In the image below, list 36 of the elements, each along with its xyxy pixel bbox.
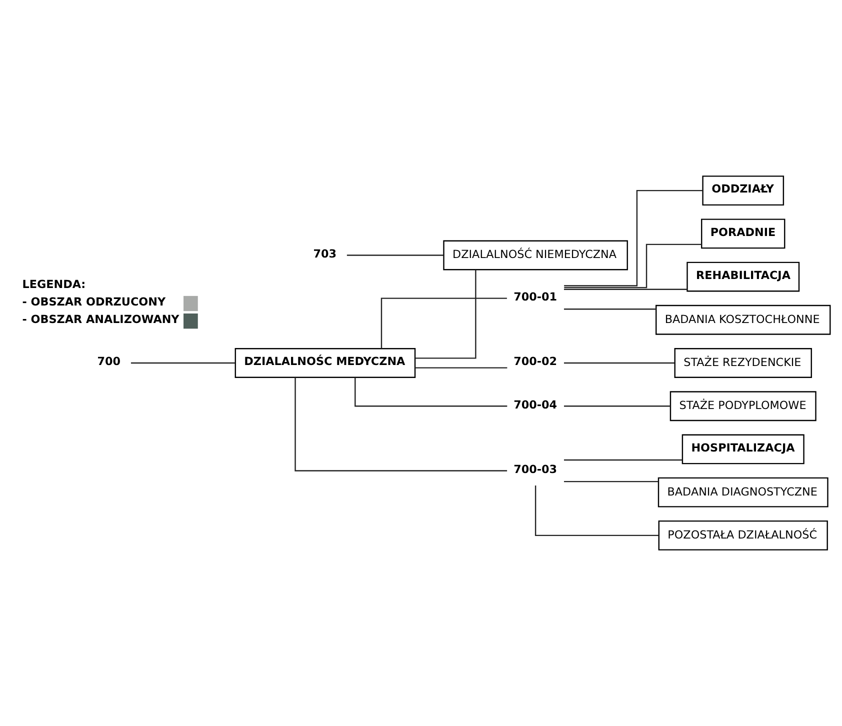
connector: [564, 480, 658, 482]
connector: [354, 378, 508, 407]
legend-label: - OBSZAR ANALIZOWANY: [22, 313, 180, 326]
node-box: DZIALALNOŚC MEDYCZNA: [234, 348, 416, 378]
connector: [564, 244, 702, 288]
connector: [415, 367, 508, 368]
connector: [564, 288, 688, 290]
node-text: 700-02: [514, 355, 558, 368]
node-box: PORADNIE: [701, 218, 786, 249]
node-box: POZOSTAŁA DZIAŁALNOŚĆ: [658, 520, 828, 550]
node-text: 700-01: [514, 290, 558, 304]
node-box: ODDZIAŁY: [702, 176, 784, 206]
connector: [415, 270, 476, 359]
node-text: 703: [313, 247, 337, 260]
node-box: DZIALALNOŚĆ NIEMEDYCZNA: [443, 240, 628, 270]
node-box: HOSPITALIZACJA: [682, 434, 804, 464]
connector: [564, 308, 656, 310]
connector: [534, 485, 659, 536]
node-text: 700-04: [514, 398, 558, 412]
node-text: 700-03: [514, 462, 558, 476]
connector: [564, 362, 675, 364]
node-box: BADANIA KOSZTOCHŁONNE: [656, 304, 831, 335]
label: LEGENDA:: [22, 278, 86, 292]
connector: [564, 406, 670, 407]
connector: [380, 298, 507, 348]
node-box: REHABILITACJA: [686, 262, 800, 292]
connector: [346, 254, 444, 256]
node-box: BADANIA DIAGNOSTYCZNE: [658, 477, 828, 508]
node-box: STAŻE PODYPLOMOWE: [670, 391, 816, 422]
node-box: STAŻE REZYDENCKIE: [674, 348, 812, 378]
connector: [130, 362, 236, 364]
connector: [564, 459, 682, 461]
connector: [294, 378, 508, 472]
legend-label: - OBSZAR ODRZUCONY: [22, 296, 166, 309]
node-text: 700: [97, 355, 121, 368]
connector: [564, 190, 703, 286]
